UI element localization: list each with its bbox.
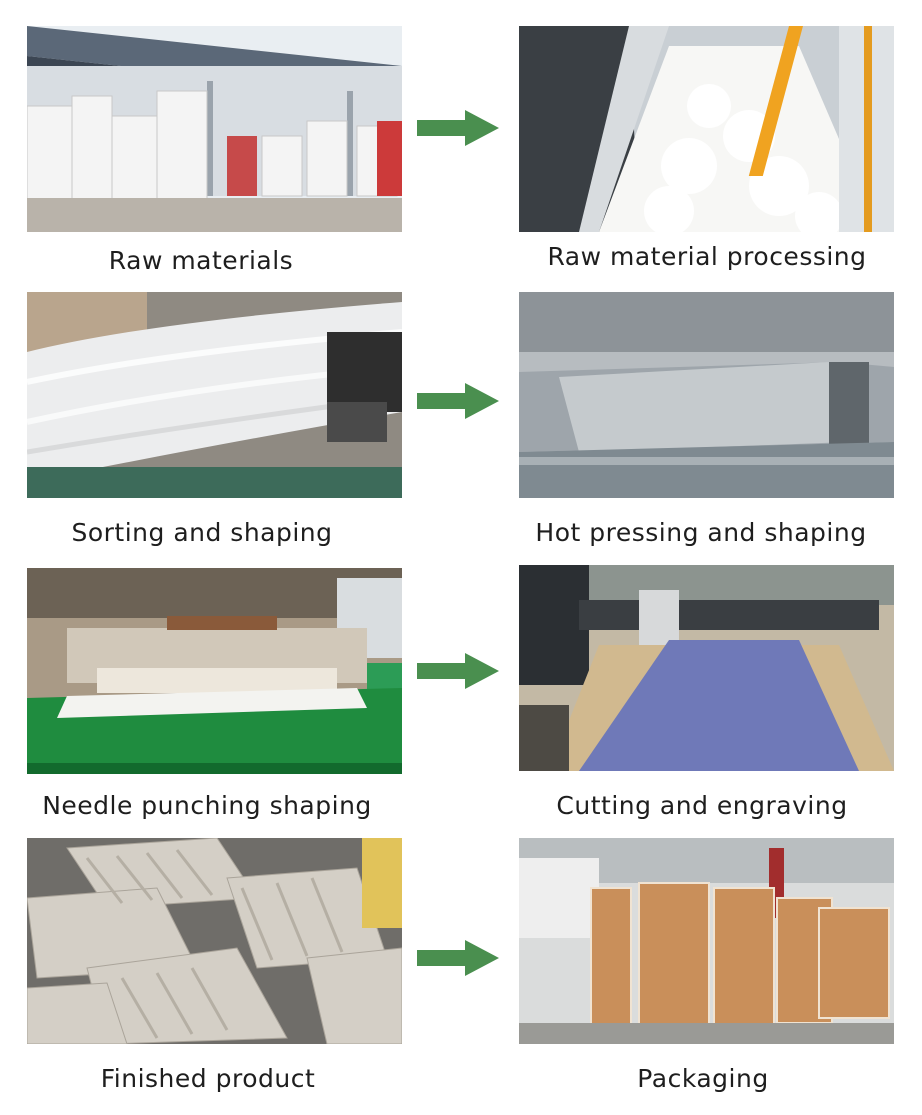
step-label: Hot pressing and shaping	[535, 518, 867, 547]
raw-materials-photo	[27, 26, 402, 232]
step-label: Raw materials	[108, 246, 294, 275]
arrow-right-icon	[413, 938, 503, 978]
sorting-and-shaping-photo	[27, 292, 402, 498]
arrow-right-icon	[413, 108, 503, 148]
step-label: Cutting and engraving	[556, 791, 848, 820]
arrow-right-icon	[413, 651, 503, 691]
needle-punching-shaping-photo	[27, 568, 402, 774]
packaging-photo	[519, 838, 894, 1044]
step-label: Finished product	[100, 1064, 316, 1093]
finished-product-photo	[27, 838, 402, 1044]
step-label: Raw material processing	[547, 242, 867, 271]
hot-pressing-and-shaping-photo	[519, 292, 894, 498]
step-label: Sorting and shaping	[71, 518, 333, 547]
cutting-and-engraving-photo	[519, 565, 894, 771]
step-label: Packaging	[637, 1064, 769, 1093]
arrow-right-icon	[413, 381, 503, 421]
step-label: Needle punching shaping	[42, 791, 372, 820]
raw-material-processing-photo	[519, 26, 894, 232]
